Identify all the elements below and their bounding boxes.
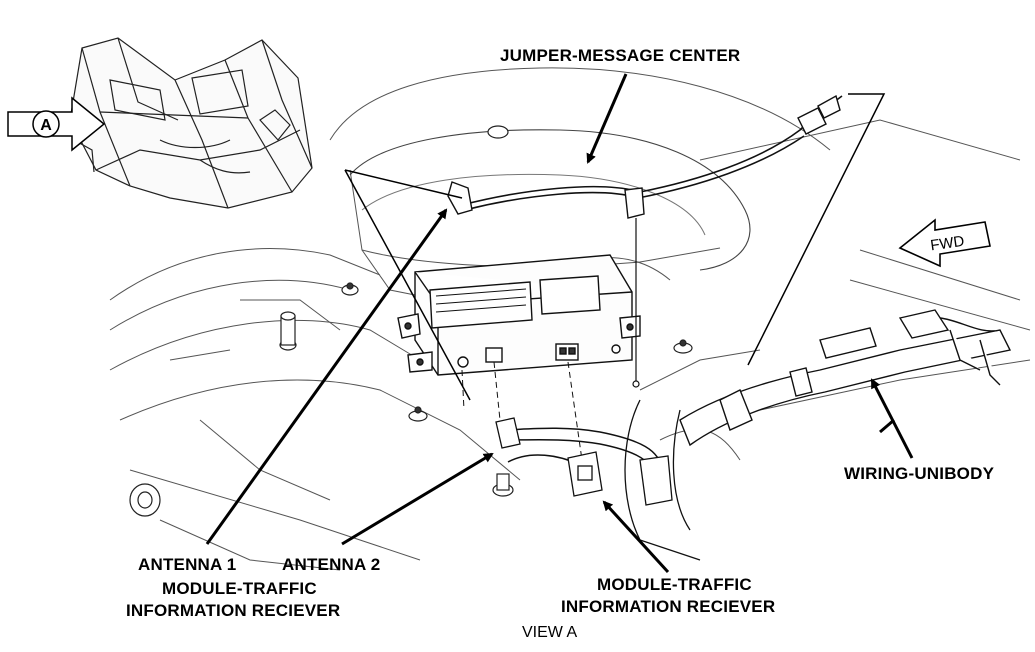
fwd-arrow xyxy=(898,218,991,268)
jumper-ground-point xyxy=(632,380,640,388)
antenna-connectors xyxy=(495,417,673,506)
wiring-unibody-label: WIRING-UNIBODY xyxy=(844,464,995,483)
view-a-marker-letter: A xyxy=(40,117,52,134)
antenna-2-label: ANTENNA 2 xyxy=(282,555,381,574)
view-a-arrow xyxy=(7,96,106,152)
wheelhouse-inner xyxy=(361,173,706,236)
lower-body-tube xyxy=(624,399,701,561)
fwd-label: FWD xyxy=(929,233,965,255)
antenna-1-label: ANTENNA 1 xyxy=(138,555,237,574)
callout-pointers xyxy=(205,73,914,574)
module-traffic-left-line2: INFORMATION RECIEVER xyxy=(126,601,341,620)
dashed-leaders xyxy=(461,361,583,461)
wheelhouse-outline xyxy=(349,129,751,271)
view-frame-lines xyxy=(344,93,886,401)
vehicle-inset-illustration xyxy=(69,37,313,209)
module-traffic-left-line1: MODULE-TRAFFIC xyxy=(162,579,317,598)
unibody-wiring xyxy=(679,309,1012,447)
traffic-module-illustration xyxy=(397,254,641,376)
jumper-connectors xyxy=(447,94,841,219)
module-traffic-right-line2: INFORMATION RECIEVER xyxy=(561,597,776,616)
view-a-circle xyxy=(32,110,60,138)
body-panel-outlines xyxy=(109,67,1031,571)
jumper-message-center-label: JUMPER-MESSAGE CENTER xyxy=(500,46,741,65)
view-a-caption: VIEW A xyxy=(522,624,578,641)
studs xyxy=(129,125,693,517)
module-traffic-right-line1: MODULE-TRAFFIC xyxy=(597,575,752,594)
